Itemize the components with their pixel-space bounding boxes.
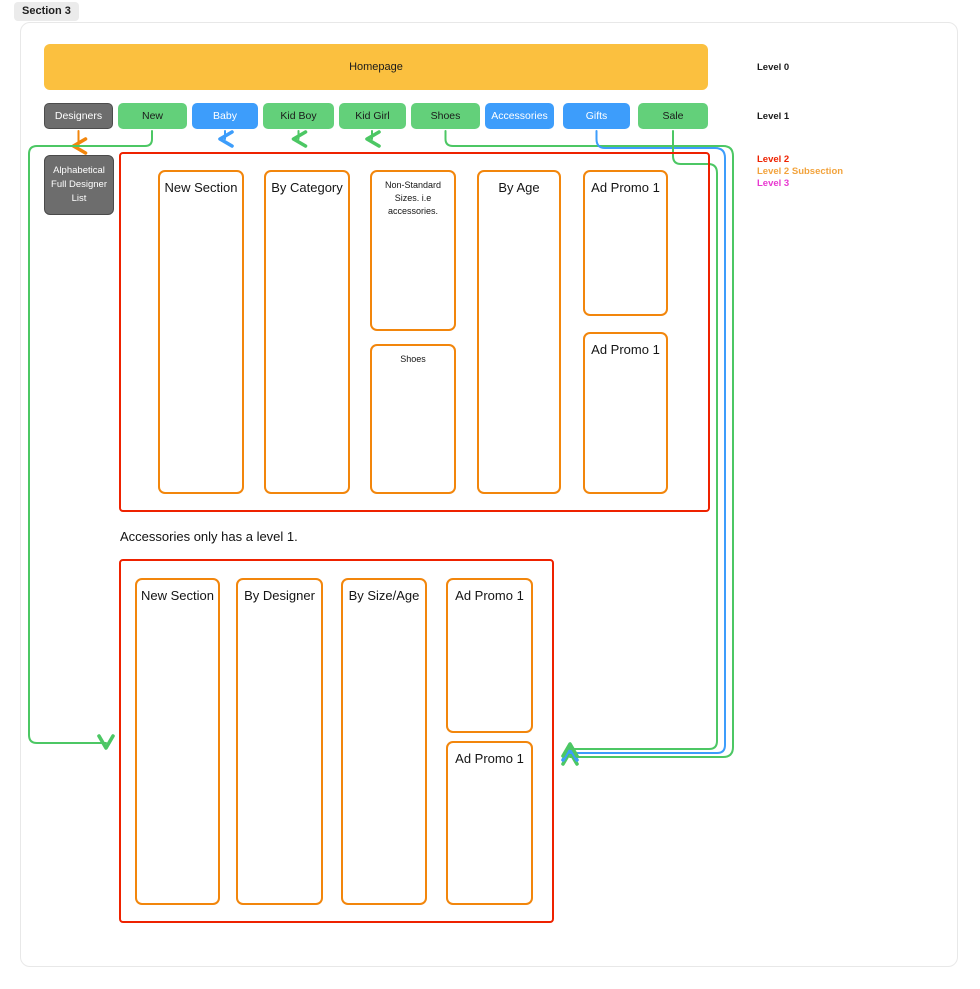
node-homepage-label: Homepage: [349, 60, 403, 73]
nav-item-kid-girl[interactable]: Kid Girl: [339, 103, 406, 129]
subsection-shoes[interactable]: Shoes: [370, 344, 456, 494]
legend-level-3: Level 3: [757, 178, 790, 189]
level2-container-two: [119, 559, 554, 923]
legend-level-0: Level 0: [757, 62, 790, 73]
nav-item-shoes[interactable]: Shoes: [411, 103, 480, 129]
nav-item-label: Shoes: [430, 109, 461, 122]
subsection-label: New Section: [141, 588, 214, 603]
nav-item-accessories[interactable]: Accessories: [485, 103, 554, 129]
subsection-label: New Section: [164, 180, 238, 195]
subsection-label: Ad Promo 1: [591, 180, 660, 195]
node-alphabetical-designer-list-label: Alphabetical Full Designer List: [51, 165, 107, 204]
section-tag: Section 3: [14, 2, 79, 22]
nav-item-label: Kid Girl: [355, 109, 390, 122]
legend-level-2: Level 2: [757, 154, 790, 165]
subsection-label: By Designer: [244, 588, 315, 603]
subsection-label: Ad Promo 1: [455, 588, 524, 603]
subsection-two-by-size-age[interactable]: By Size/Age: [341, 578, 427, 905]
subsection-label: By Category: [271, 180, 343, 195]
level2-container-one: [119, 152, 710, 512]
nav-item-label: Sale: [662, 109, 684, 122]
node-homepage[interactable]: Homepage: [44, 44, 708, 90]
subsection-two-ad-promo-1-a[interactable]: Ad Promo 1: [446, 578, 533, 733]
subsection-two-new-section[interactable]: New Section: [135, 578, 220, 905]
note-accessories-level: Accessories only has a level 1.: [120, 529, 298, 544]
nav-item-gifts[interactable]: Gifts: [563, 103, 630, 129]
subsection-label: Non-Standard Sizes. i.e accessories.: [384, 180, 442, 217]
nav-item-baby[interactable]: Baby: [192, 103, 258, 129]
subsection-non-standard-sizes[interactable]: Non-Standard Sizes. i.e accessories.: [370, 170, 456, 331]
subsection-label: By Age: [498, 180, 540, 195]
legend-level-1: Level 1: [757, 111, 790, 122]
node-alphabetical-designer-list[interactable]: Alphabetical Full Designer List: [44, 155, 114, 215]
subsection-two-by-designer[interactable]: By Designer: [236, 578, 323, 905]
nav-item-designers[interactable]: Designers: [44, 103, 113, 129]
subsection-label: Shoes: [400, 354, 426, 364]
subsection-two-ad-promo-1-b[interactable]: Ad Promo 1: [446, 741, 533, 905]
nav-item-label: Gifts: [585, 109, 608, 122]
subsection-by-category[interactable]: By Category: [264, 170, 350, 494]
nav-item-new[interactable]: New: [118, 103, 187, 129]
nav-item-label: Accessories: [491, 109, 548, 122]
subsection-new-section[interactable]: New Section: [158, 170, 244, 494]
nav-item-label: Designers: [54, 109, 103, 122]
subsection-by-age[interactable]: By Age: [477, 170, 561, 494]
nav-item-label: Baby: [213, 109, 237, 122]
nav-item-sale[interactable]: Sale: [638, 103, 708, 129]
subsection-ad-promo-1-b[interactable]: Ad Promo 1: [583, 332, 668, 494]
legend-level-2-subsection: Level 2 Subsection: [757, 166, 844, 177]
nav-item-kid-boy[interactable]: Kid Boy: [263, 103, 334, 129]
nav-item-label: New: [141, 109, 163, 122]
subsection-label: Ad Promo 1: [455, 751, 524, 766]
subsection-label: By Size/Age: [348, 588, 420, 603]
nav-item-label: Kid Boy: [280, 109, 317, 122]
subsection-ad-promo-1-a[interactable]: Ad Promo 1: [583, 170, 668, 316]
subsection-label: Ad Promo 1: [591, 342, 660, 357]
